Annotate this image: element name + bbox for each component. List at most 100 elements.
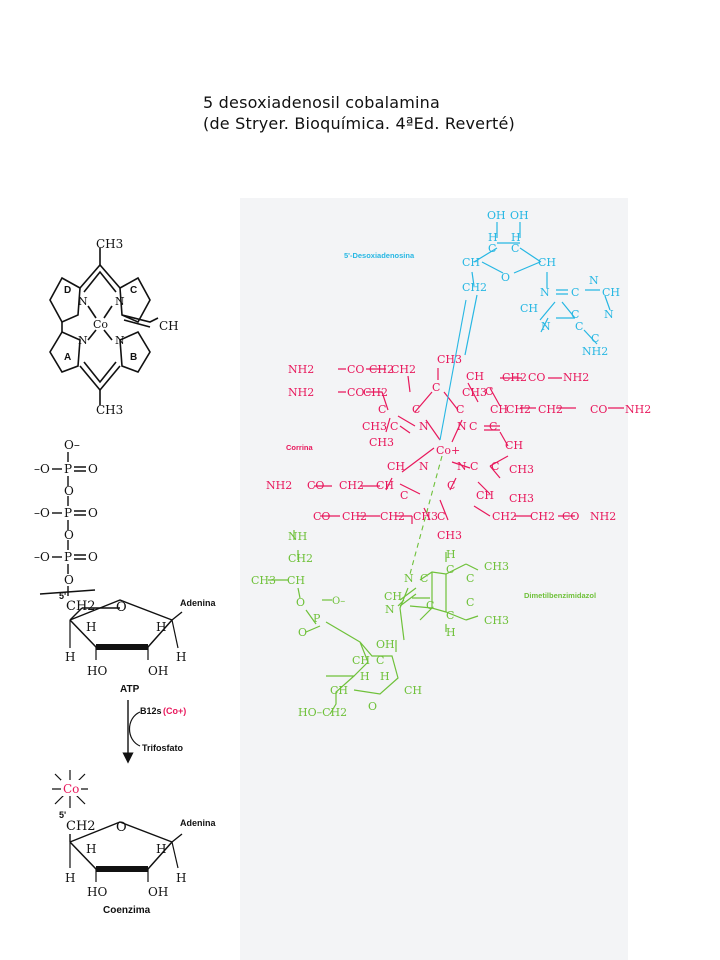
corrin-nh2-1: NH2 — [288, 363, 314, 376]
dade-ch-2: CH — [538, 256, 556, 269]
dmb-ch3-1: CH3 — [484, 560, 509, 573]
atp-h-1: H — [86, 620, 96, 634]
corrin-c-1: C — [432, 381, 440, 394]
coenzyme-ch2: CH2 — [66, 819, 96, 834]
atp-prime5: 5' — [59, 591, 66, 601]
corrin-ch-3: CH — [505, 439, 523, 452]
corrin-ch2-1: CH2 — [369, 363, 394, 376]
corrin-ch-2: CH — [490, 403, 508, 416]
dade-ring-o: O — [501, 271, 510, 284]
dade-h-2: H — [511, 231, 521, 244]
coenzyme-h-2: H — [156, 842, 166, 856]
corrin-ch-1: CH — [466, 370, 484, 383]
dmb-o-minus: O– — [332, 596, 345, 607]
corrin-ch3-5: CH3 — [509, 463, 534, 476]
dade-c-5: C — [575, 320, 583, 333]
dmb-oh: OH — [376, 638, 395, 651]
corrin-ch2-11: CH2 — [530, 510, 555, 523]
corrina-label: Corrina — [286, 443, 314, 452]
dade-h-1: H — [488, 231, 498, 244]
dmb-ch3-2: CH3 — [484, 614, 509, 627]
dmb-ch-2: CH — [330, 684, 348, 697]
atp-ribose-ring — [69, 599, 183, 660]
corrin-c-8: C — [489, 420, 497, 433]
dade-oh-2: OH — [510, 209, 529, 222]
dmb-c-7: C — [466, 596, 474, 609]
atp-h-2: H — [156, 620, 166, 634]
dmb-h-2: H — [380, 670, 390, 683]
dmb-n-1: N — [404, 572, 414, 585]
corrin-c-7: C — [469, 420, 477, 433]
corrin-c-6: C — [390, 420, 398, 433]
phosphate-p-2: P — [64, 506, 72, 520]
porphyrin-n-1: N — [78, 295, 88, 308]
dimethylbenzimidazole-bonds — [268, 530, 479, 715]
porphyrin-ch: CH — [159, 319, 179, 333]
atp-h-3: H — [65, 650, 75, 664]
atp-adenina: Adenina — [180, 598, 216, 608]
dmb-nh: NH — [288, 530, 307, 543]
corrin-n-2: N — [457, 420, 467, 433]
dmb-h-4: H — [446, 626, 456, 639]
porphyrin-n-3: N — [78, 334, 88, 347]
corrin-ch3-4: CH3 — [369, 436, 394, 449]
phosphate-o-double-1: O — [88, 462, 98, 476]
dade-ch-3: CH — [602, 286, 620, 299]
corrin-ch2-3: CH2 — [502, 371, 527, 384]
ring-c-label: C — [130, 285, 137, 296]
phosphate-o-double-2: O — [88, 506, 98, 520]
corrin-ch3-2: CH3 — [462, 386, 487, 399]
corrin-co-2: CO — [528, 371, 545, 384]
corrin-c-3: C — [378, 403, 386, 416]
coenzyme-ring-o: O — [116, 820, 127, 835]
corrin-co-7: CO — [562, 510, 579, 523]
corrin-ch2-7: CH2 — [339, 479, 364, 492]
phosphate-o-left-1: –O — [34, 462, 50, 476]
coenzyme-oh: OH — [148, 885, 168, 899]
dmb-o-ester: O — [296, 596, 305, 609]
b12s-co-plus: (Co+) — [163, 706, 186, 716]
dade-c-4: C — [571, 308, 579, 321]
dmb-n-2: N — [385, 603, 395, 616]
dmb-ho-ch2: HO–CH2 — [298, 706, 347, 719]
corrin-co-5: CO — [307, 479, 324, 492]
corrin-ch-4: CH — [387, 460, 405, 473]
phosphate-o-bridge-3: O — [64, 573, 74, 587]
dade-n-1: N — [540, 286, 550, 299]
cobalt-dmb-coordination — [409, 455, 443, 575]
dmb-ch-chain: CH — [287, 574, 305, 587]
porphyrin-cobalt: Co — [93, 318, 108, 331]
dmb-ring-o: O — [368, 700, 377, 713]
dmb-ch3-chain: CH3 — [251, 574, 276, 587]
corrin-ch2-10: CH2 — [492, 510, 517, 523]
dmb-ch-4: CH — [384, 590, 402, 603]
phosphate-o-left-3: –O — [34, 550, 50, 564]
corrin-c-12: C — [400, 489, 408, 502]
corrin-co-1: CO — [347, 363, 364, 376]
ring-d-label: D — [64, 285, 71, 296]
atp-ho: HO — [87, 664, 107, 678]
cobalt-deoxyadenosine-bond — [439, 299, 467, 441]
corrin-bonds — [314, 368, 624, 524]
corrin-nh2-3: NH2 — [288, 386, 314, 399]
dmb-p: P — [313, 612, 321, 625]
corrin-nh2-6: NH2 — [590, 510, 616, 523]
dade-n-2: N — [589, 274, 599, 287]
b12s-label: B12s — [140, 706, 162, 716]
corrin-c-13: C — [437, 510, 445, 523]
corrin-c-4: C — [412, 403, 420, 416]
dmb-ch2: CH2 — [288, 552, 313, 565]
ring-b-label: B — [130, 352, 137, 363]
corrin-ch2-5: CH2 — [506, 403, 531, 416]
triphosphate-chain — [39, 452, 96, 596]
atp-oh: OH — [148, 664, 168, 678]
dade-ch2: CH2 — [462, 281, 487, 294]
coenzyme-h-4: H — [176, 871, 186, 885]
dmb-c-5: C — [426, 599, 434, 612]
dade-c-2: C — [511, 242, 519, 255]
caption-line-1: 5 desoxiadenosil cobalamina — [203, 93, 441, 112]
coenzyme-h-1: H — [86, 842, 96, 856]
corrin-c-11: C — [447, 479, 455, 492]
corrin-c-2: C — [485, 385, 493, 398]
